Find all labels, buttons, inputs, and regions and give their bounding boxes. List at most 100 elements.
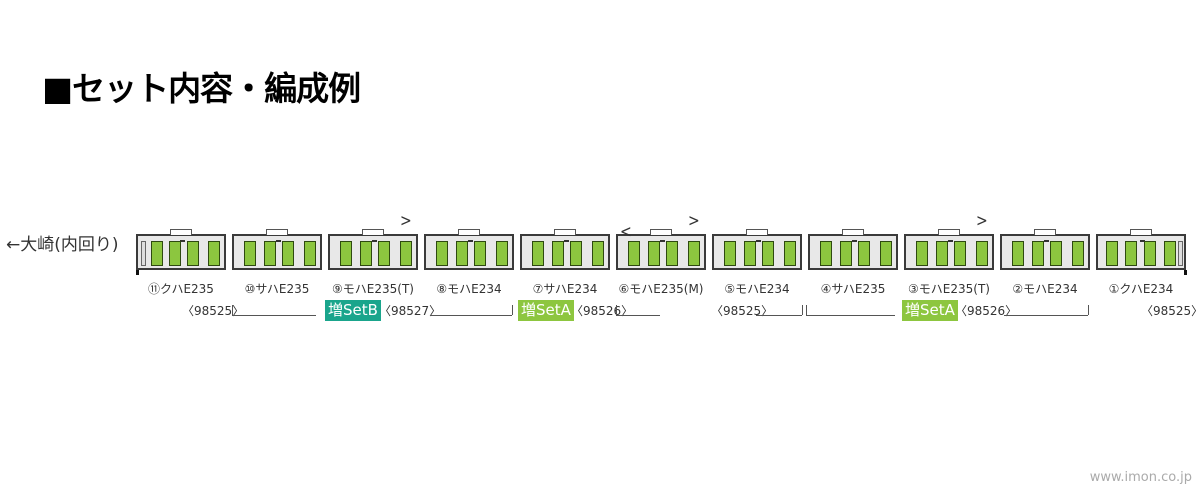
set-badge: 増SetA bbox=[902, 300, 958, 321]
car-window bbox=[378, 241, 390, 266]
train-car bbox=[616, 229, 706, 270]
car-window bbox=[169, 241, 181, 266]
page-title: ■セット内容・編成例 bbox=[42, 69, 361, 108]
roof-vent bbox=[372, 240, 377, 242]
set-code: 〈98526〉 bbox=[955, 304, 1018, 318]
car-window bbox=[724, 241, 736, 266]
car-window bbox=[840, 241, 852, 266]
car-window bbox=[976, 241, 988, 266]
car-window bbox=[187, 241, 199, 266]
train-car bbox=[904, 229, 994, 270]
car-label: ②モハE234 bbox=[1012, 282, 1078, 296]
set-badge: 増SetB bbox=[325, 300, 381, 321]
roof-vent bbox=[180, 240, 185, 242]
car-window bbox=[264, 241, 276, 266]
car-window bbox=[474, 241, 486, 266]
car-label: ⑪クハE235 bbox=[148, 282, 214, 296]
coupler bbox=[136, 270, 139, 275]
roof-vent bbox=[1140, 240, 1145, 242]
pantograph-roof bbox=[1130, 229, 1152, 235]
car-window bbox=[858, 241, 870, 266]
car-window bbox=[916, 241, 928, 266]
car-window bbox=[880, 241, 892, 266]
car-window bbox=[1144, 241, 1156, 266]
train-car bbox=[424, 229, 514, 270]
car-window bbox=[282, 241, 294, 266]
pantograph-roof bbox=[842, 229, 864, 235]
car-window bbox=[532, 241, 544, 266]
train-car bbox=[232, 229, 322, 270]
set-code: 〈98527〉 bbox=[379, 304, 442, 318]
car-label: ⑩サハE235 bbox=[244, 282, 310, 296]
set-code: 〈98526〉 bbox=[571, 304, 634, 318]
direction-label: ←大崎(内回り) bbox=[6, 235, 119, 255]
car-window bbox=[688, 241, 700, 266]
coupler bbox=[1184, 270, 1187, 275]
car-window bbox=[360, 241, 372, 266]
car-window bbox=[244, 241, 256, 266]
car-window bbox=[1032, 241, 1044, 266]
car-window bbox=[304, 241, 316, 266]
car-window bbox=[820, 241, 832, 266]
train-car bbox=[136, 229, 226, 275]
set-bracket-line bbox=[756, 315, 802, 316]
car-window bbox=[456, 241, 468, 266]
set-bracket-line bbox=[1004, 315, 1088, 316]
set-code: 〈98525〉 bbox=[182, 304, 245, 318]
train-car bbox=[808, 229, 898, 270]
set-bracket-tick bbox=[1088, 305, 1089, 315]
set-bracket-tick bbox=[512, 305, 513, 315]
car-window bbox=[496, 241, 508, 266]
car-window bbox=[648, 241, 660, 266]
pantograph-roof bbox=[650, 229, 672, 235]
set-bracket-tick bbox=[806, 305, 807, 315]
car-window bbox=[1012, 241, 1024, 266]
car-window bbox=[1164, 241, 1176, 266]
car-window bbox=[1106, 241, 1118, 266]
roof-vent bbox=[1044, 240, 1049, 242]
roof-vent bbox=[276, 240, 281, 242]
direction-arrow-left: < bbox=[620, 222, 632, 242]
set-code: 〈98525〉 bbox=[1141, 304, 1200, 318]
set-bracket-line bbox=[430, 315, 512, 316]
direction-arrow-right: > bbox=[400, 211, 412, 231]
car-window bbox=[151, 241, 163, 266]
car-label: ③モハE235(T) bbox=[908, 282, 990, 296]
train-car bbox=[328, 229, 418, 270]
car-label: ⑧モハE234 bbox=[436, 282, 502, 296]
set-bracket-line bbox=[232, 315, 316, 316]
car-window bbox=[954, 241, 966, 266]
roof-vent bbox=[756, 240, 761, 242]
set-badge: 基Set bbox=[141, 301, 181, 319]
car-window bbox=[784, 241, 796, 266]
roof-vent bbox=[948, 240, 953, 242]
car-window bbox=[1050, 241, 1062, 266]
car-window bbox=[208, 241, 220, 266]
car-window bbox=[762, 241, 774, 266]
cab-door bbox=[141, 241, 146, 266]
car-label: ⑨モハE235(T) bbox=[332, 282, 414, 296]
cab-door bbox=[1178, 241, 1183, 266]
car-label: ⑤モハE234 bbox=[724, 282, 790, 296]
direction-arrow-right: > bbox=[688, 211, 700, 231]
car-window bbox=[1125, 241, 1137, 266]
car-window bbox=[552, 241, 564, 266]
roof-vent bbox=[468, 240, 473, 242]
set-bracket-tick bbox=[232, 305, 233, 315]
set-code: 〈98525〉 bbox=[711, 304, 774, 318]
set-badge: 基Set bbox=[669, 301, 709, 319]
roof-vent bbox=[852, 240, 857, 242]
pantograph-roof bbox=[362, 229, 384, 235]
car-window bbox=[744, 241, 756, 266]
train-car bbox=[1096, 229, 1187, 275]
set-bracket-line bbox=[806, 315, 895, 316]
pantograph-roof bbox=[458, 229, 480, 235]
car-window bbox=[666, 241, 678, 266]
set-bracket-tick bbox=[616, 305, 617, 315]
car-label: ⑥モハE235(M) bbox=[618, 282, 704, 296]
pantograph-roof bbox=[746, 229, 768, 235]
car-window bbox=[400, 241, 412, 266]
train-car bbox=[520, 229, 610, 270]
roof-vent bbox=[660, 240, 665, 242]
